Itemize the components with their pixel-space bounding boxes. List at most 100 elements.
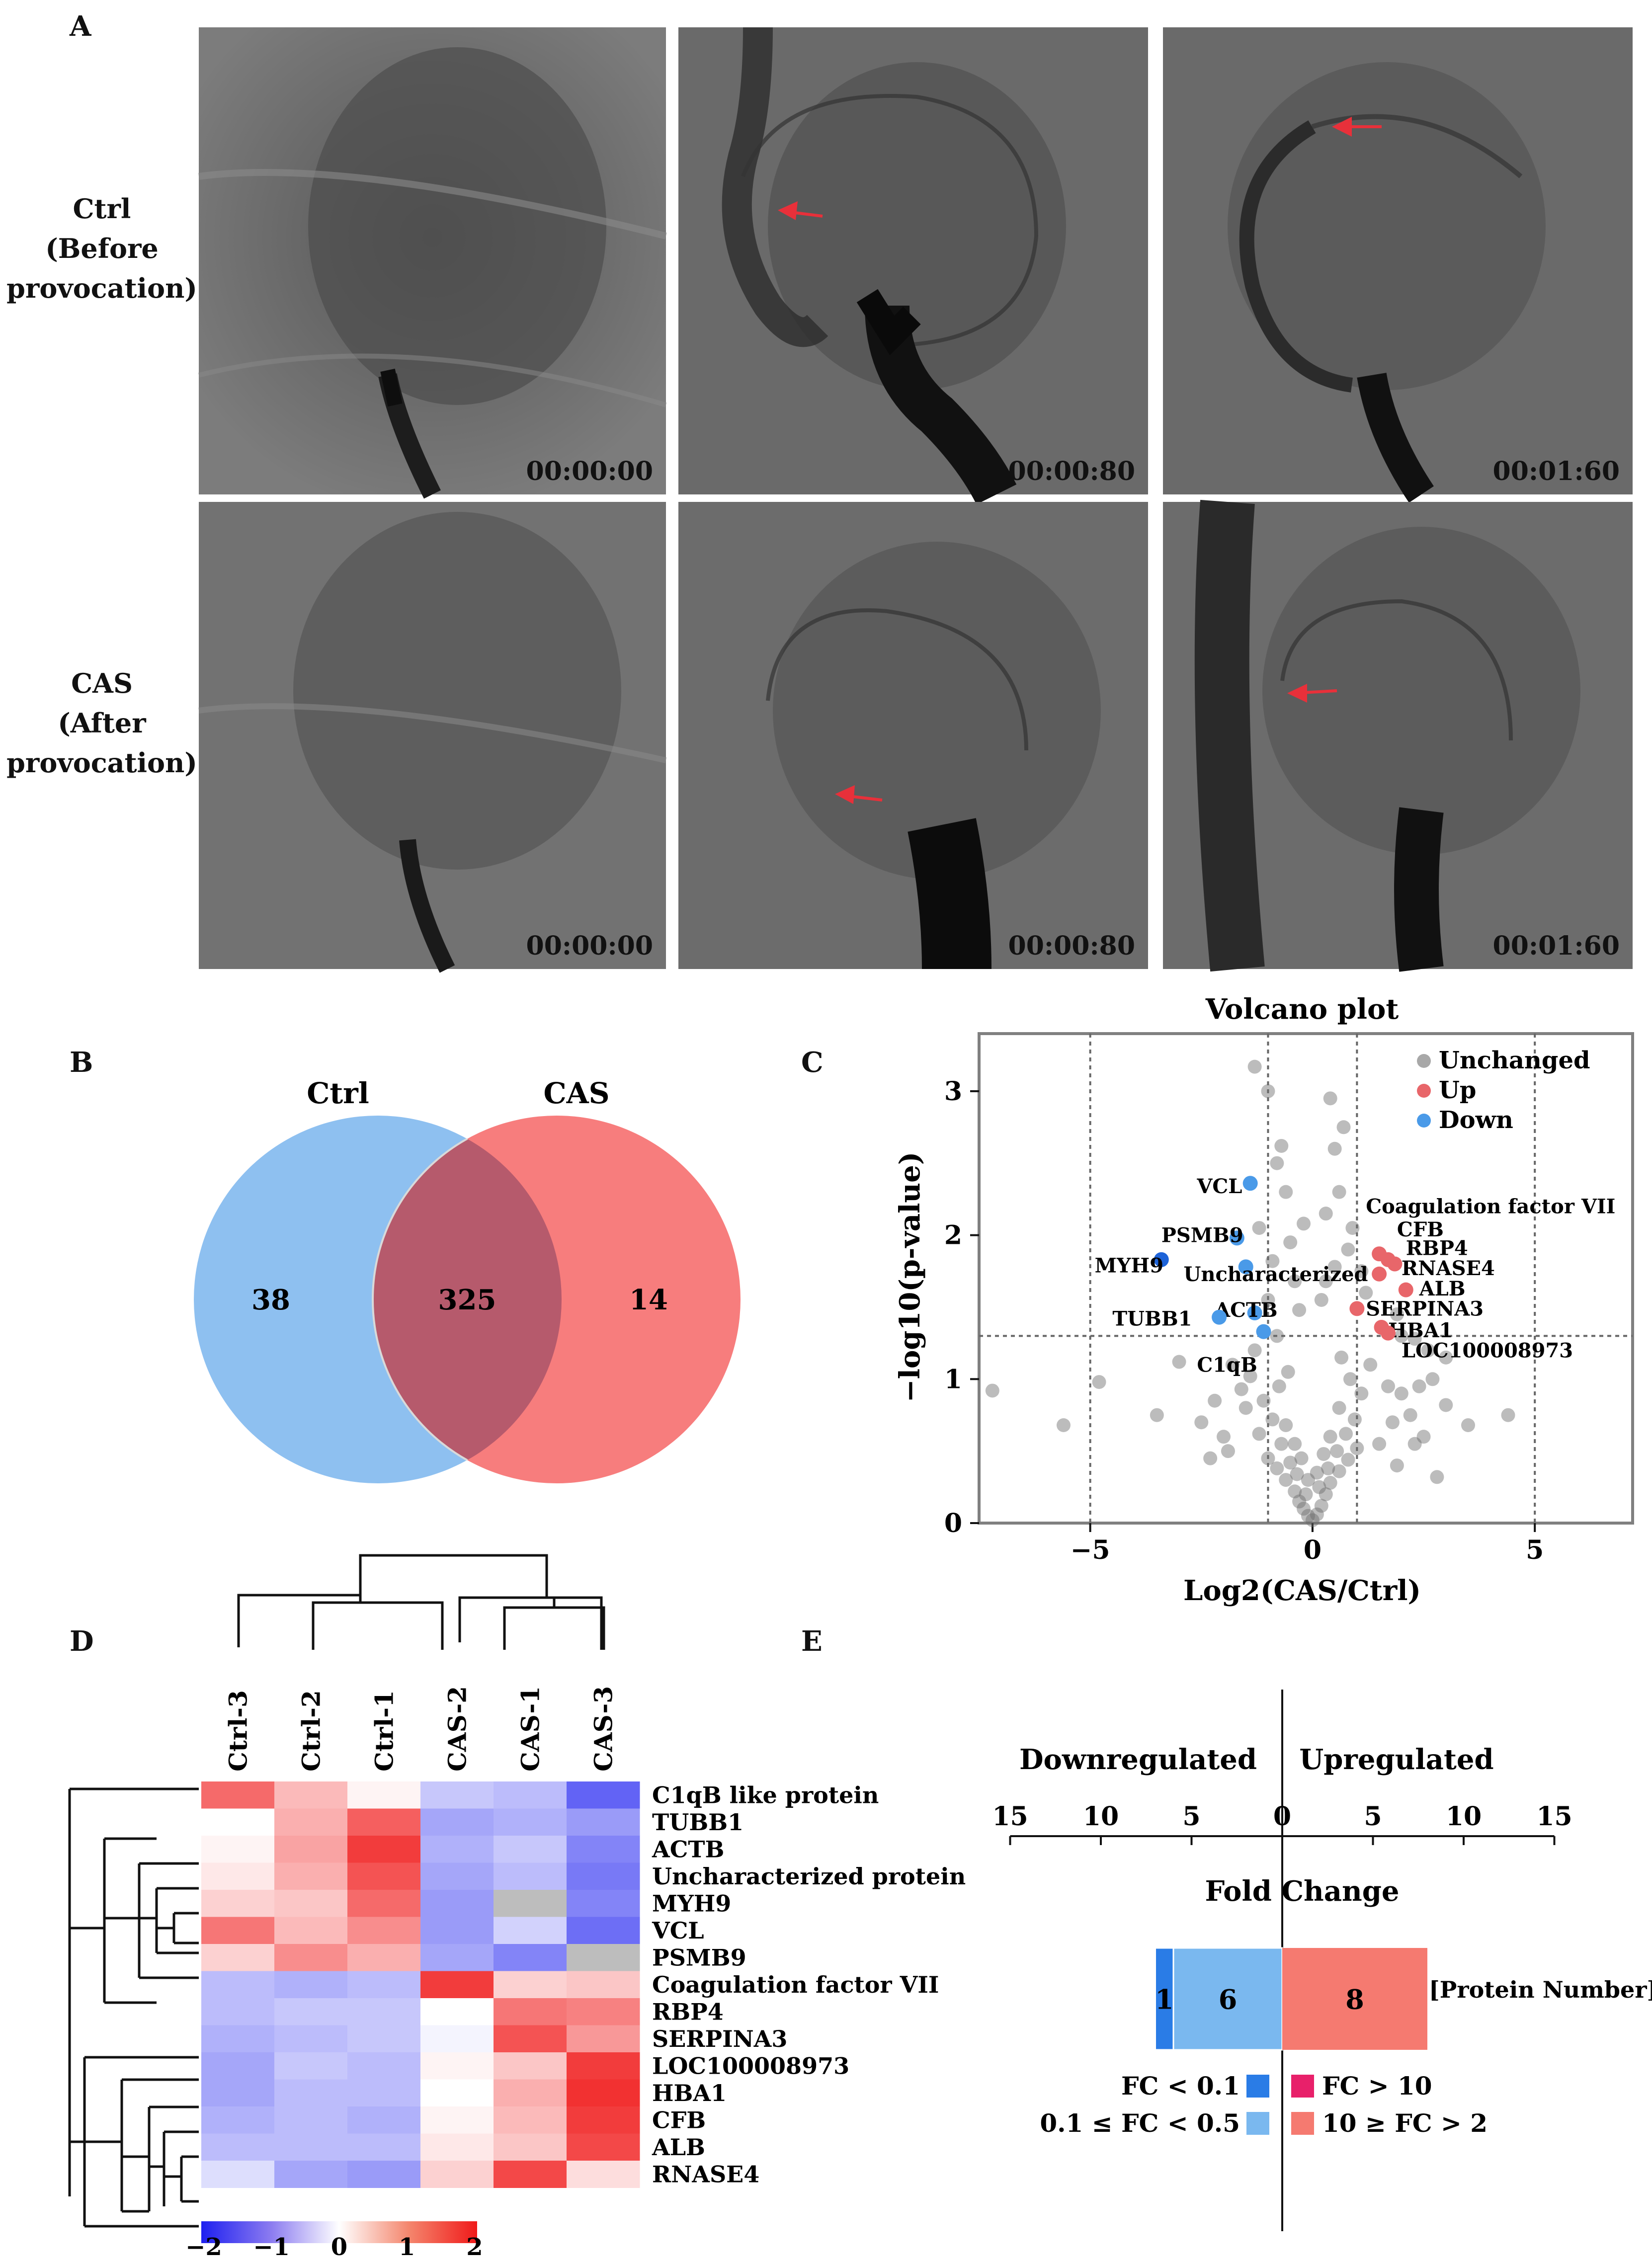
color-scale-tick: 2: [466, 2233, 483, 2261]
volcano-point-unchanged: [1301, 1473, 1315, 1487]
heatmap-cell: [201, 2025, 275, 2053]
legend-marker-down: [1417, 1114, 1431, 1128]
volcano-point-unchanged: [1274, 1437, 1289, 1451]
heatmap-cell: [567, 1890, 640, 1917]
volcano-point-unchanged: [1341, 1453, 1355, 1467]
heatmap-cell: [420, 1917, 494, 1944]
volcano-point-down: [1238, 1259, 1253, 1275]
volcano-point-unchanged: [1314, 1293, 1328, 1307]
color-scale-tick: −2: [185, 2233, 222, 2261]
heatmap-cell: [274, 1808, 348, 1836]
fold-change-axis-title: Fold Change: [1205, 1875, 1399, 1908]
legend-marker-unchanged: [1417, 1054, 1431, 1068]
volcano-point-up: [1387, 1256, 1403, 1272]
volcano-point-unchanged: [1225, 1358, 1239, 1372]
venn-overlap: [373, 1116, 562, 1483]
volcano-point-unchanged: [1265, 1254, 1280, 1268]
volcano-point-unchanged: [1274, 1138, 1289, 1153]
heatmap-row-label: SERPINA3: [652, 2025, 787, 2052]
volcano-point-label: ALB: [1419, 1277, 1466, 1300]
volcano-point-unchanged: [1332, 1464, 1346, 1478]
volcano-point-unchanged: [1461, 1418, 1476, 1432]
heatmap-cell: [274, 1836, 348, 1863]
volcano-point-unchanged: [1412, 1379, 1426, 1393]
volcano-point-unchanged: [1350, 1441, 1364, 1455]
legend-label-unchanged: Unchanged: [1439, 1047, 1590, 1074]
volcano-point-unchanged: [1363, 1358, 1378, 1372]
volcano-point-unchanged: [1359, 1286, 1373, 1300]
volcano-point-unchanged: [1345, 1221, 1360, 1235]
volcano-point-unchanged: [1319, 1274, 1333, 1289]
volcano-point-unchanged: [1314, 1499, 1328, 1513]
heatmap-cell: [420, 2079, 494, 2107]
volcano-xlabel: Log2(CAS/Ctrl): [1183, 1574, 1421, 1607]
y-tick-label: 3: [944, 1076, 962, 1107]
volcano-point-unchanged: [1305, 1513, 1320, 1528]
legend-label-fc-gt-10: FC > 10: [1322, 2071, 1432, 2101]
volcano-point-unchanged: [1310, 1507, 1324, 1522]
legend-label-fc-lt-0.1: FC < 0.1: [1121, 2071, 1240, 2101]
row-dendrogram: [68, 1787, 199, 2228]
heatmap-cell: [567, 2106, 640, 2134]
heatmap-row-label: CFB: [652, 2106, 706, 2133]
heatmap-row-label: PSMB9: [652, 1944, 746, 1971]
volcano-point-unchanged: [1319, 1207, 1333, 1221]
heatmap-cell: [274, 1944, 348, 1971]
volcano-point-label: RNASE4: [1402, 1257, 1495, 1280]
panel-e-label: E: [801, 1625, 823, 1658]
heatmap-cell: [201, 1862, 275, 1890]
heatmap-column-label: CAS-2: [443, 1686, 472, 1772]
heatmap-cell: [347, 2161, 421, 2188]
fc-bar-up: [1282, 1948, 1427, 2050]
volcano-point-unchanged: [1217, 1430, 1231, 1444]
volcano-point-unchanged: [1341, 1242, 1355, 1257]
timestamp: 00:00:00: [526, 456, 653, 486]
heatmap-column-label: Ctrl-1: [370, 1690, 399, 1772]
volcano-point-unchanged: [1252, 1427, 1266, 1441]
volcano-point-unchanged: [1354, 1386, 1369, 1401]
volcano-point-label: CFB: [1397, 1218, 1444, 1241]
volcano-point-unchanged: [1270, 1329, 1284, 1343]
heatmap-cell: [420, 2106, 494, 2134]
volcano-title: Volcano plot: [1205, 993, 1399, 1026]
volcano-point-label: RBP4: [1406, 1237, 1468, 1260]
volcano-ylabel: −log10(p-value): [894, 1152, 926, 1402]
volcano-point-unchanged: [1330, 1444, 1344, 1458]
volcano-point-unchanged: [1394, 1386, 1408, 1401]
heatmap-cell: [494, 2161, 567, 2188]
volcano-point-unchanged: [1299, 1487, 1313, 1502]
volcano-point-unchanged: [1319, 1487, 1333, 1502]
fc-axis-tick-label: 10: [1446, 1801, 1482, 1832]
volcano-point-unchanged: [1297, 1216, 1311, 1231]
heatmap-cell: [201, 1998, 275, 2025]
row-label-line: provocation): [6, 272, 197, 304]
timestamp: 00:01:60: [1492, 456, 1620, 486]
y-tick-label: 2: [944, 1220, 962, 1251]
volcano-point-unchanged: [1270, 1156, 1284, 1170]
heatmap-cell: [347, 2025, 421, 2053]
heatmap-cell: [347, 1944, 421, 1971]
row-label-line: (After: [58, 707, 146, 739]
heatmap-cell: [347, 1917, 421, 1944]
angiogram-frame: 00:00:00: [198, 502, 667, 973]
fc-bar-label: 1: [1155, 1984, 1174, 2016]
panel-d-label: D: [70, 1625, 94, 1658]
legend-label-down: Down: [1439, 1106, 1513, 1134]
volcano-point-unchanged: [1407, 1332, 1422, 1346]
heatmap-cell: [420, 1998, 494, 2025]
heatmap-cell: [201, 1971, 275, 1999]
heatmap-cell: [420, 2161, 494, 2188]
volcano-point-unchanged: [1288, 1437, 1302, 1451]
heatmap-cell: [201, 1808, 275, 1836]
volcano-point-unchanged: [1150, 1408, 1164, 1422]
heatmap-cell: [201, 1944, 275, 1971]
column-dendrogram: [237, 1554, 605, 1650]
heatmap-row-label: LOC100008973: [652, 2052, 849, 2079]
legend-swatch-fc-2-10: [1291, 2112, 1314, 2135]
heatmap-cell: [201, 2106, 275, 2134]
heatmap-cell: [567, 1998, 640, 2025]
row-label-line: (Before: [45, 233, 159, 264]
heatmap-cell: [420, 2052, 494, 2080]
